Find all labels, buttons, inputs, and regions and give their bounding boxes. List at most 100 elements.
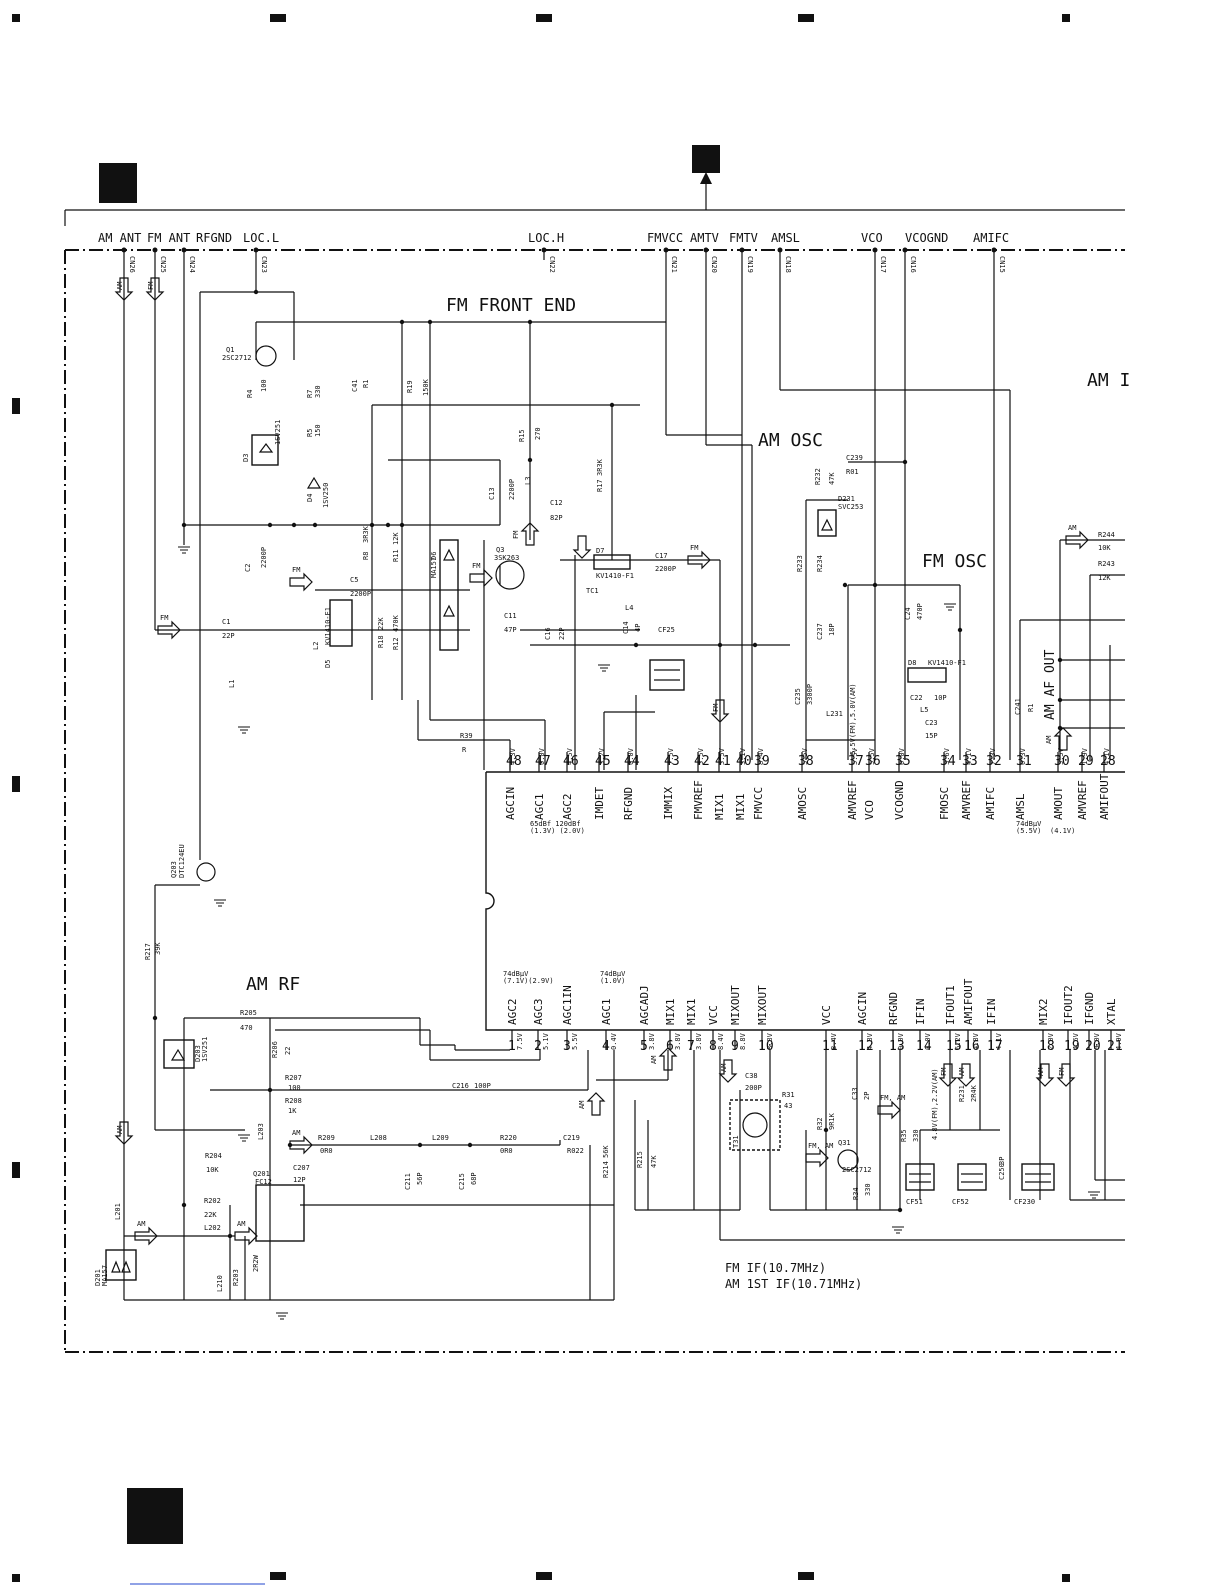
component-label: C23	[925, 719, 938, 727]
component-label: R12	[392, 637, 400, 650]
signal-arrow-icon	[145, 277, 165, 301]
svg-text:D231: D231	[838, 495, 855, 503]
ic-pin-number: 17	[987, 1039, 1003, 1054]
signal-arrow-icon	[572, 535, 592, 559]
diode-d7: D7 KV1410-F1	[593, 547, 634, 580]
component-label: L201	[114, 1203, 122, 1220]
note-agc1b-db: 74dBμV	[600, 970, 626, 978]
svg-text:MA157: MA157	[101, 1265, 109, 1286]
component-label: R231	[958, 1085, 966, 1102]
component-label: 12K	[392, 532, 400, 545]
ic-pin-number: 14	[916, 1039, 932, 1054]
component-label: R32	[816, 1117, 824, 1130]
signal-tag: FM	[292, 566, 300, 574]
component-label: R	[462, 746, 467, 754]
ic-pin-name: AMIFC	[984, 787, 997, 820]
ic-pin-voltage: 8.8V	[739, 1032, 747, 1050]
ic-pin-name: IFIN	[914, 999, 927, 1026]
ic-pin-voltage: 4.9V	[1115, 1032, 1123, 1050]
component-label: 9R1K	[828, 1112, 836, 1130]
component-label: C219	[563, 1134, 580, 1142]
ic-pin-name: MIX1	[664, 999, 677, 1026]
up-arrow-icon	[700, 172, 712, 210]
component-label: R18	[377, 635, 385, 648]
component-label: L208	[370, 1134, 387, 1142]
filter-cf52: CF52	[952, 1163, 987, 1206]
cn24-id: CN24	[188, 256, 196, 273]
ic-pin-name: VCC	[707, 1005, 720, 1025]
note-pin15: 4.8V(FM),2.2V(AM)	[931, 1068, 939, 1140]
ic-pin-name: IMMIX	[662, 787, 675, 820]
ic-pin-voltage: 4.8V	[972, 1032, 980, 1050]
svg-text:Q1: Q1	[226, 346, 234, 354]
component-label: 82P	[550, 514, 563, 522]
component-label: R205	[240, 1009, 257, 1017]
component-label: 0R0	[500, 1147, 513, 1155]
signal-arrow-icon	[718, 1059, 738, 1083]
svg-text:D7: D7	[596, 547, 604, 555]
svg-text:CF25: CF25	[658, 626, 675, 634]
component-label: 43	[784, 1102, 792, 1110]
svg-text:DTC124EU: DTC124EU	[178, 844, 186, 878]
filter-cf230: CF230	[1014, 1163, 1055, 1206]
component-label: R19	[406, 380, 414, 393]
svg-text:D6: D6	[430, 552, 438, 560]
component-label: 56P	[416, 1172, 424, 1185]
ic-pin-number: 9	[731, 1039, 739, 1054]
signal-arrow-icon	[658, 1047, 678, 1071]
component-label: 2200P	[260, 547, 268, 568]
component-label: L203	[257, 1123, 265, 1140]
component-label: R233	[796, 555, 804, 572]
ic-pin-name: VCOGND	[893, 780, 906, 820]
component-label: R7	[306, 390, 314, 398]
component-label: 100	[288, 1084, 301, 1092]
signal-arrow-icon	[289, 572, 313, 592]
component-label: 150	[314, 424, 322, 437]
component-label: R204	[205, 1152, 222, 1160]
signal-tag: AM	[578, 1101, 586, 1109]
ic-pin-name: RFGND	[887, 992, 900, 1025]
transistor-q203: Q203 DTC124EU	[170, 844, 216, 882]
section-am-osc: AM OSC	[758, 430, 823, 451]
ic-pin-number: 11	[822, 1039, 838, 1054]
component-label: 470K	[392, 614, 400, 632]
svg-text:KV1410-F1: KV1410-F1	[596, 572, 634, 580]
ic-pin-name: AMVREF	[1076, 780, 1089, 820]
ic-pin-voltage: 3.6V	[943, 747, 951, 765]
ic-pin-voltage: 2.0V	[1047, 1032, 1055, 1050]
component-label: C24	[904, 607, 912, 620]
component-label: C38	[745, 1072, 758, 1080]
component-label: 2200P	[350, 590, 371, 598]
signal-tag: AM	[1045, 736, 1053, 744]
signal-arrow-icon	[157, 620, 181, 640]
component-label: R244	[1098, 531, 1115, 539]
ic-pin-voltage: 4.3V	[509, 747, 517, 765]
component-label: R202	[204, 1197, 221, 1205]
component-label: 3P	[998, 1157, 1006, 1165]
ic-pin-name: FMOSC	[938, 787, 951, 820]
section-marker-b	[692, 145, 720, 173]
transistor-q31: Q31 2SC2712	[837, 1139, 872, 1174]
ic-pin-name: AMIFOUT	[962, 978, 975, 1025]
component-label: 22K	[377, 617, 385, 630]
ic-pin-voltage: 0.0V	[898, 747, 906, 765]
ic-pin-number: 20	[1085, 1039, 1101, 1054]
component-label: 47P	[504, 626, 517, 634]
ic-pin-name: IFOUT1	[944, 985, 957, 1025]
ic-pin-name: RFGND	[622, 787, 635, 820]
component-label: C207	[293, 1164, 310, 1172]
label-fmvcc: FMVCC	[647, 231, 683, 245]
component-label: R1	[1027, 704, 1035, 712]
component-label: C237	[816, 623, 824, 640]
component-label: C241	[1014, 698, 1022, 715]
component-label: R208	[285, 1097, 302, 1105]
ic-pin-voltage: 5.5V	[718, 747, 726, 765]
component-label: 10K	[1098, 544, 1111, 552]
component-label: R39	[460, 732, 473, 740]
cn17-id: CN17	[879, 256, 887, 273]
filter-cf51: CF51	[905, 1163, 935, 1206]
signal-tag: AM	[116, 1126, 124, 1134]
signal-tag: FM	[690, 544, 698, 552]
diode-d201: D201 MA157	[94, 1249, 137, 1286]
